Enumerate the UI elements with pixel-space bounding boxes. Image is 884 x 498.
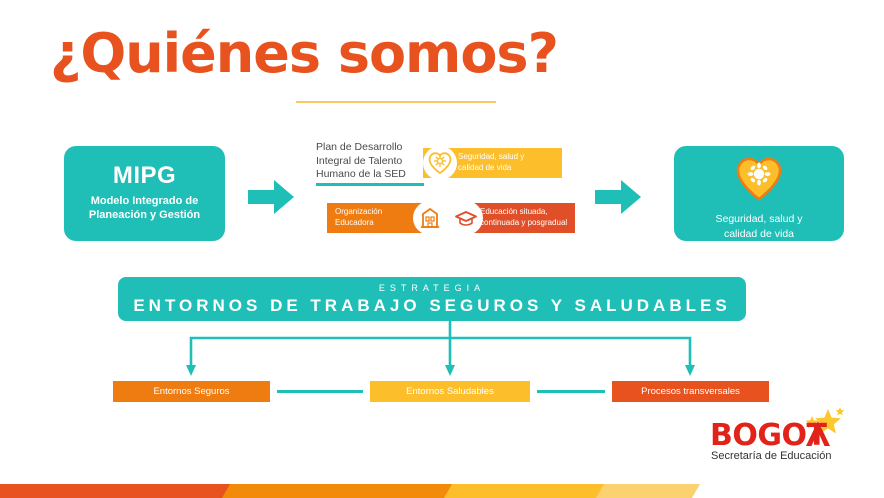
badge-label-line2: continuada y posgradual: [480, 218, 568, 227]
graduation-cap-icon: [449, 201, 483, 235]
bottom-box-procesos-transversales: Procesos transversales: [612, 381, 769, 402]
strategy-kicker: ESTRATEGIA: [378, 283, 486, 293]
logo-a-shape: [806, 421, 830, 446]
bottom-box-entornos-seguros: Entornos Seguros: [113, 381, 270, 402]
result-label-line2: calidad de vida: [723, 227, 795, 240]
badge-label-line2: Educadora: [335, 218, 374, 227]
bottom-box-label: Entornos Seguros: [153, 386, 230, 397]
bottom-box-entornos-saludables: Entornos Saludables: [370, 381, 530, 402]
badge-label-line1: Educación situada,: [480, 207, 548, 217]
bottom-box-label: Entornos Saludables: [406, 386, 494, 397]
result-label-line1: Seguridad, salud y: [715, 213, 803, 225]
plan-label: Plan de Desarrollo Integral de Talento H…: [316, 141, 428, 182]
mipg-box: MIPG Modelo Integrado de Planeación y Ge…: [64, 146, 225, 241]
connector-line-1: [277, 390, 363, 393]
bar-segment-3: [444, 484, 612, 498]
result-label: Seguridad, salud y calidad de vida: [716, 212, 803, 241]
logo-wordmark-text: BOGOT: [710, 418, 827, 453]
badge-label-line1: Seguridad, salud y: [458, 152, 525, 162]
badge-label: Educación situada, continuada y posgradu…: [480, 207, 567, 229]
badge-bar: Educación situada, continuada y posgradu…: [462, 203, 575, 233]
plan-underline: [316, 183, 424, 186]
logo-stars: [805, 407, 845, 434]
page-title: ¿Quiénes somos?: [50, 22, 559, 85]
heart-gear-icon: [423, 146, 457, 180]
mipg-acronym: MIPG: [112, 162, 177, 190]
school-building-icon: [413, 201, 447, 235]
bar-segment-4: [596, 484, 700, 498]
badge-label: Organización Educadora: [335, 207, 382, 229]
mipg-subtitle: Modelo Integrado de Planeación y Gestión: [89, 195, 200, 223]
mipg-subtitle-line1: Modelo Integrado de: [90, 195, 199, 208]
result-box: Seguridad, salud y calidad de vida: [674, 146, 844, 241]
bar-segment-2: [222, 484, 460, 498]
badge-organizacion-educadora: Organización Educadora: [327, 201, 447, 235]
badge-label: Seguridad, salud y calidad de vida: [458, 152, 524, 174]
connector-tree: [0, 320, 884, 382]
flow-arrow-right-icon-2: [595, 180, 641, 214]
plan-label-line3: Humano de la SED: [316, 168, 406, 181]
plan-label-line1: Plan de Desarrollo: [316, 141, 403, 153]
badge-label-line1: Organización: [335, 207, 383, 217]
flow-arrow-right-icon: [248, 180, 294, 214]
mipg-subtitle-line2: Planeación y Gestión: [88, 209, 201, 221]
bottom-box-label: Procesos transversales: [641, 386, 740, 397]
bogota-logo: BOGOT Secretaría de Educación: [700, 405, 860, 467]
bar-segment-1: [0, 484, 238, 498]
strategy-title: ENTORNOS DE TRABAJO SEGUROS Y SALUDABLES: [133, 296, 731, 315]
logo-tagline-text: Secretaría de Educación: [711, 450, 831, 462]
connector-line-2: [537, 390, 605, 393]
heart-sun-icon: [735, 156, 783, 206]
badge-seguridad-salud: Seguridad, salud y calidad de vida: [423, 146, 575, 180]
plan-label-line2: Integral de Talento: [316, 154, 403, 167]
badge-label-line2: calidad de vida: [458, 163, 512, 172]
strategy-banner: ESTRATEGIA ENTORNOS DE TRABAJO SEGUROS Y…: [118, 277, 746, 321]
title-underline: [296, 101, 496, 103]
badge-educacion-situada: Educación situada, continuada y posgradu…: [449, 201, 575, 235]
bottom-color-bar: [0, 480, 884, 498]
